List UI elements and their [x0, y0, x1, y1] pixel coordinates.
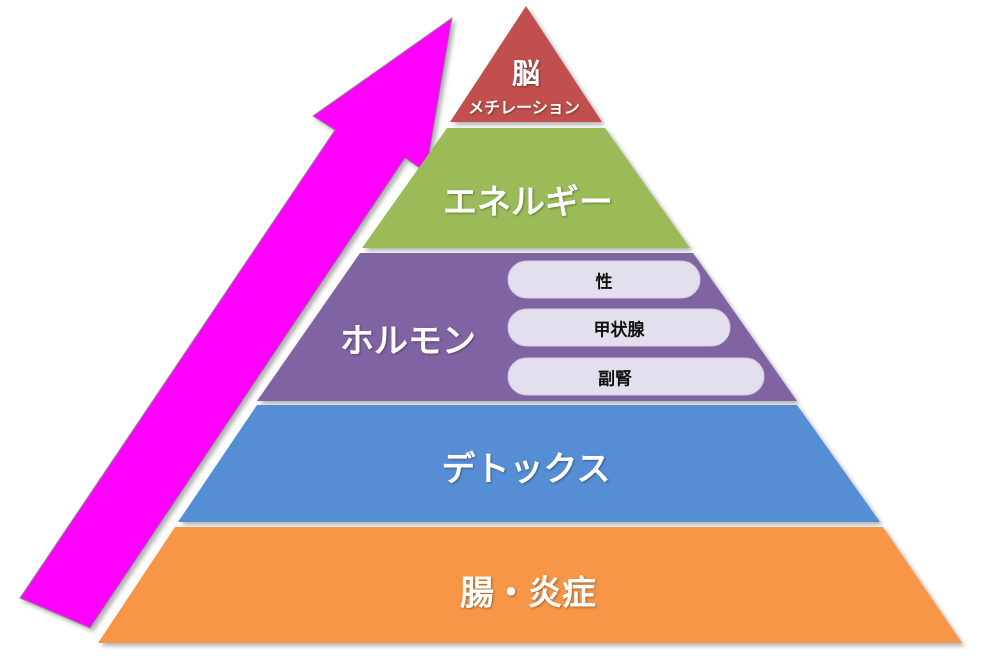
pyramid-level-brain	[450, 6, 602, 122]
gut-level-label: 腸・炎症	[460, 573, 596, 614]
detox-level-label: デトックス	[441, 449, 611, 490]
pyramid-level-detox	[178, 405, 880, 522]
hormone-item-adrenal-pill	[507, 357, 765, 396]
brain-level-label: 脳	[511, 57, 541, 90]
pyramid-level-gut	[98, 527, 962, 643]
hormone-item-adrenal: 副腎	[598, 369, 632, 390]
hormone-item-sex-pill	[507, 260, 701, 299]
hormone-item-thyroid-pill	[507, 308, 731, 347]
energy-level-label: エネルギー	[443, 182, 613, 223]
hormone-item-sex: 性	[595, 272, 613, 293]
growth-arrow	[19, 16, 453, 629]
hormone-level-label: ホルモン	[340, 321, 476, 362]
hormone-item-thyroid: 甲状腺	[593, 320, 645, 341]
brain-level-sublabel: メチレーション	[468, 98, 580, 117]
pyramid-level-energy	[362, 128, 690, 248]
